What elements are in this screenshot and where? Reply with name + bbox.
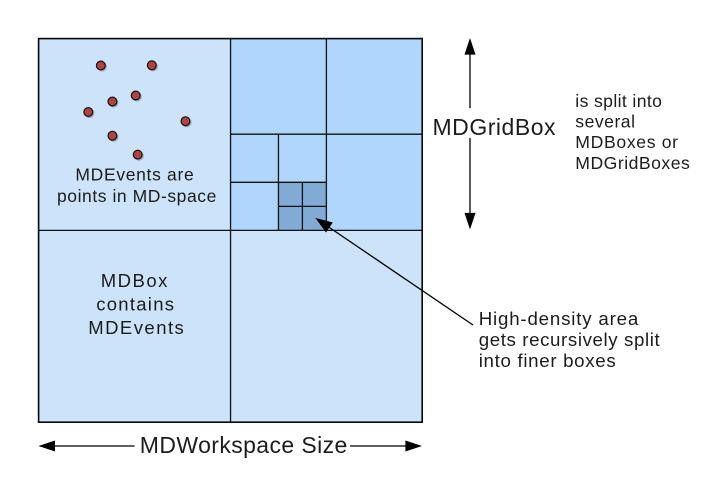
svg-text:MDBoxes or: MDBoxes or — [575, 132, 678, 152]
svg-text:gets recursively split: gets recursively split — [479, 329, 661, 350]
svg-text:points in MD-space: points in MD-space — [57, 186, 216, 206]
svg-text:MDEvents: MDEvents — [88, 317, 184, 338]
svg-text:MDWorkspace Size: MDWorkspace Size — [140, 432, 347, 458]
svg-text:MDGridBoxes: MDGridBoxes — [575, 153, 690, 173]
svg-text:MDBox: MDBox — [101, 270, 168, 291]
svg-text:into finer boxes: into finer boxes — [479, 350, 616, 371]
svg-text:MDEvents are: MDEvents are — [75, 165, 193, 185]
svg-text:MDGridBox: MDGridBox — [433, 114, 557, 140]
svg-text:several: several — [575, 112, 635, 132]
svg-text:High-density area: High-density area — [479, 308, 639, 329]
svg-text:is split into: is split into — [575, 91, 662, 111]
